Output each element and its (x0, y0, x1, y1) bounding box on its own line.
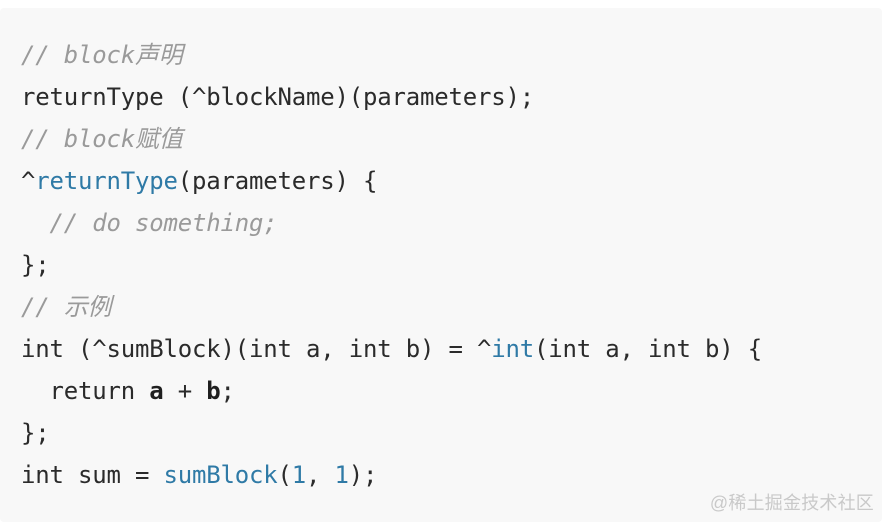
code-line: }; (21, 412, 882, 454)
code-token: (parameters) { (177, 167, 378, 195)
code-line: int sum = sumBlock(1, 1); (21, 454, 882, 496)
code-line: // block赋值 (21, 118, 882, 160)
code-token: ; (220, 377, 235, 405)
code-line: // do something; (21, 202, 882, 244)
code-token (21, 209, 50, 237)
code-line: int (^sumBlock)(int a, int b) = ^int(int… (21, 328, 882, 370)
code-comment: // 示例 (21, 293, 112, 321)
code-token: int (^sumBlock)(int a, int b) = ^ (21, 335, 492, 363)
code-comment: // block赋值 (21, 125, 183, 153)
code-lines: // block声明 returnType (^blockName)(parame… (21, 34, 882, 496)
code-variable: a (149, 377, 164, 405)
code-token: + (163, 377, 207, 405)
code-token: ); (348, 461, 378, 489)
code-token: ( (277, 461, 292, 489)
code-identifier: returnType (35, 167, 178, 195)
code-variable: b (206, 377, 221, 405)
code-token: }; (21, 419, 50, 447)
code-line: ^returnType(parameters) { (21, 160, 882, 202)
code-line: // block声明 (21, 34, 882, 76)
code-identifier: sumBlock (163, 461, 278, 489)
code-line: // 示例 (21, 286, 882, 328)
code-token: , (306, 461, 335, 489)
code-block: // block声明 returnType (^blockName)(parame… (0, 8, 882, 522)
code-number: 1 (334, 461, 349, 489)
code-line: }; (21, 244, 882, 286)
code-token: ^ (21, 167, 36, 195)
code-token: int sum = (21, 461, 164, 489)
code-line: returnType (^blockName)(parameters); (21, 76, 882, 118)
code-token: }; (21, 251, 50, 279)
code-token: (int a, int b) { (533, 335, 762, 363)
code-comment: // do something; (49, 209, 278, 237)
watermark: @稀土掘金技术社区 (709, 493, 874, 513)
code-token: return (21, 377, 150, 405)
code-comment: // block声明 (21, 41, 183, 69)
code-line: return a + b; (21, 370, 882, 412)
code-token: returnType (^blockName)(parameters); (21, 83, 534, 111)
code-identifier: int (491, 335, 534, 363)
code-number: 1 (291, 461, 306, 489)
